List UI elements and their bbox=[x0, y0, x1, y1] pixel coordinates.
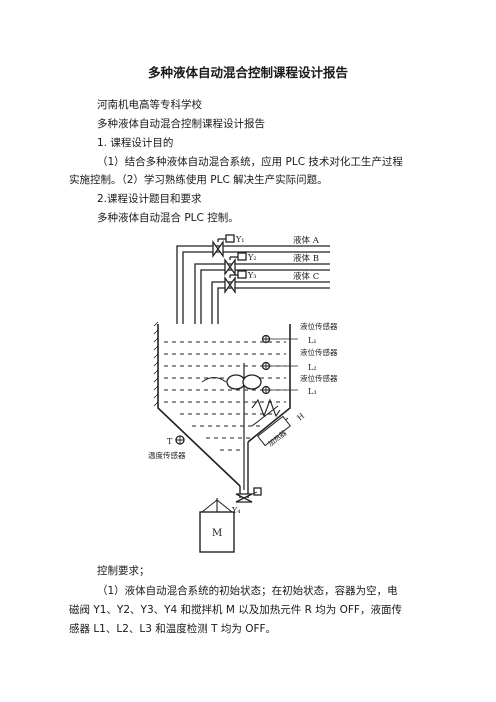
mixing-tank bbox=[153, 321, 291, 498]
level-l1-label: L₁ bbox=[308, 336, 317, 345]
report-subtitle: 多种液体自动混合控制课程设计报告 bbox=[97, 118, 265, 130]
valve-y1-icon bbox=[212, 234, 235, 259]
valve-y2-label: Y₂ bbox=[247, 253, 257, 262]
valve-y4-icon bbox=[235, 487, 262, 503]
level-sensor-2-label: 液位传感器 bbox=[300, 347, 338, 357]
valve-y1-label: Y₁ bbox=[235, 235, 245, 244]
requirement1-line2: 磁阀 Y1、Y2、Y3、Y4 和搅拌机 M 以及加热元件 R 均为 OFF，液面… bbox=[69, 604, 402, 616]
requirements-label: 控制要求； bbox=[97, 565, 150, 577]
document-title: 多种液体自动混合控制课程设计报告 bbox=[147, 65, 348, 80]
mixing-system-diagram: Y₁ Y₂ Y₃ 液体 A 液体 B 液体 C bbox=[148, 234, 338, 553]
valve-y4-label: Y₄ bbox=[231, 506, 241, 515]
agitator-icon bbox=[201, 363, 262, 490]
level-sensor-l3-icon bbox=[261, 385, 271, 395]
level-sensor-3-label: 液位传感器 bbox=[300, 373, 338, 383]
level-l2-label: L₂ bbox=[308, 363, 317, 372]
section1-text-line1: （1）结合多种液体自动混合系统，应用 PLC 技术对化工生产过程 bbox=[97, 156, 403, 168]
valve-y3-label: Y₃ bbox=[247, 271, 257, 280]
section1-text-line2: 实施控制。（2）学习熟练使用 PLC 解决生产实际问题。 bbox=[69, 174, 328, 186]
motor-icon bbox=[199, 498, 235, 553]
level-sensor-1-label: 液位传感器 bbox=[300, 321, 338, 331]
temp-t-label: T bbox=[167, 437, 173, 446]
motor-m-label: M bbox=[212, 528, 222, 539]
level-sensor-l2-icon bbox=[261, 361, 271, 371]
section1-heading: 1. 课程设计目的 bbox=[97, 137, 174, 149]
heater-icon bbox=[251, 398, 292, 447]
heater-h-label: H bbox=[295, 411, 306, 422]
liquid-c-label: 液体 C bbox=[293, 271, 319, 282]
section2-topic: 多种液体自动混合 PLC 控制。 bbox=[97, 212, 239, 224]
valve-y3-icon bbox=[224, 270, 247, 295]
liquid-b-label: 液体 B bbox=[293, 253, 319, 264]
temp-sensor-label: 温度传感器 bbox=[148, 450, 186, 460]
requirement1-line3: 感器 L1、L2、L3 和温度检测 T 均为 OFF。 bbox=[69, 623, 277, 635]
level-l3-label: L₃ bbox=[308, 387, 317, 396]
level-sensor-l1-icon bbox=[261, 334, 271, 344]
requirement1-line1: （1）液体自动混合系统的初始状态；在初始状态，容器为空，电 bbox=[97, 585, 398, 597]
liquid-a-label: 液体 A bbox=[293, 235, 320, 246]
section2-heading: 2.课程设计题目和要求 bbox=[97, 193, 202, 205]
temperature-sensor-icon bbox=[175, 435, 185, 445]
school-name: 河南机电高等专科学校 bbox=[97, 99, 202, 111]
valve-y2-icon bbox=[224, 252, 247, 277]
